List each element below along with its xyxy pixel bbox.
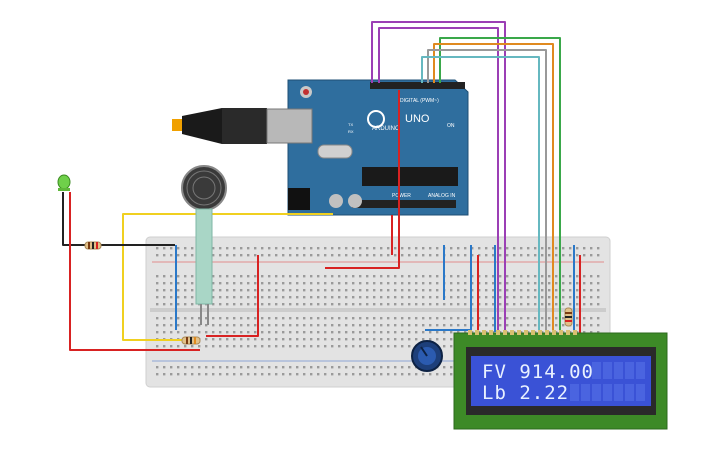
power-label: POWER [392, 193, 411, 199]
lcd-module [453, 330, 668, 430]
wire-green [439, 37, 561, 332]
arduino-board: ARDUINO UNO DIGITAL (PWM~) POWER ANALOG … [287, 79, 469, 216]
potentiometer-icon[interactable] [411, 340, 443, 372]
resistor-icon [84, 241, 102, 250]
wire-yellow [122, 213, 333, 341]
force-sensor-icon[interactable] [181, 165, 227, 325]
tx-label: TX [348, 122, 353, 127]
arduino-logo-icon [367, 110, 385, 128]
digital-label: DIGITAL (PWM~) [400, 98, 439, 104]
lcd-line-1: FV 914.00 [482, 361, 594, 383]
wire-red-led [69, 192, 200, 351]
lcd-blank-cells [570, 362, 645, 401]
wire-orange [433, 43, 554, 332]
usb-plug-icon [172, 108, 313, 144]
lcd-pins [468, 330, 577, 335]
wire-red-3 [206, 255, 259, 337]
led-icon [57, 174, 71, 191]
lcd-line-2: Lb 2.22 [482, 382, 570, 404]
model-text: UNO [405, 113, 430, 125]
wire-purple-1 [371, 21, 506, 332]
wire-teal [421, 56, 540, 332]
wire-purple-2 [378, 27, 499, 332]
wire-red-1 [325, 90, 400, 269]
brand-text: ARDUINO [372, 126, 400, 132]
wires [62, 21, 581, 351]
wire-gray [427, 49, 547, 332]
resistor-icon [564, 307, 573, 327]
rx-label: RX [348, 129, 354, 134]
analog-label: ANALOG IN [428, 193, 456, 199]
wire-black [62, 192, 175, 246]
on-label: ON [447, 123, 455, 129]
resistor-icon [181, 336, 201, 345]
